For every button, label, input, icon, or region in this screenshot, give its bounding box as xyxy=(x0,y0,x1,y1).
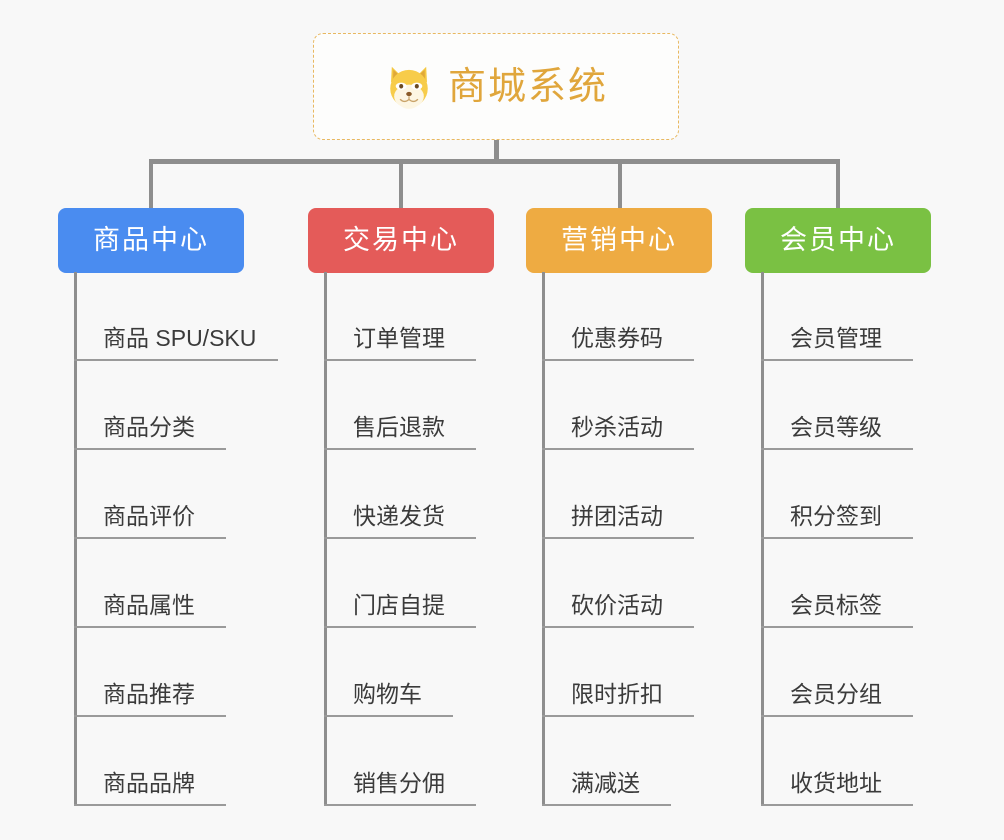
leaf-item-label: 商品推荐 xyxy=(103,681,195,707)
leaf-item-label: 购物车 xyxy=(353,681,422,707)
leaf-column-3: 优惠券码秒杀活动拼团活动砍价活动限时折扣满减送 xyxy=(528,272,758,806)
leaf-underline xyxy=(74,715,226,717)
leaf-item-label: 门店自提 xyxy=(353,592,445,618)
leaf-item[interactable]: 商品品牌 xyxy=(60,717,290,806)
leaf-item-label: 限时折扣 xyxy=(571,681,663,707)
leaf-item[interactable]: 门店自提 xyxy=(310,539,540,628)
leaf-underline xyxy=(74,804,226,806)
leaf-item-label: 售后退款 xyxy=(353,414,445,440)
connector-horizontal-bus xyxy=(149,159,840,164)
connector-root-stem xyxy=(494,140,499,163)
leaf-item[interactable]: 会员标签 xyxy=(747,539,977,628)
leaf-underline xyxy=(542,715,694,717)
leaf-item[interactable]: 积分签到 xyxy=(747,450,977,539)
leaf-item[interactable]: 售后退款 xyxy=(310,361,540,450)
leaf-item-label: 会员等级 xyxy=(790,414,882,440)
leaf-item-label: 优惠券码 xyxy=(571,325,663,351)
leaf-item[interactable]: 商品分类 xyxy=(60,361,290,450)
leaf-column-2: 订单管理售后退款快递发货门店自提购物车销售分佣 xyxy=(310,272,540,806)
leaf-underline xyxy=(761,626,913,628)
leaf-item-label: 商品属性 xyxy=(103,592,195,618)
leaf-underline xyxy=(324,804,476,806)
shiba-dog-icon xyxy=(384,62,434,112)
branch-box-3[interactable]: 营销中心 xyxy=(526,208,712,273)
leaf-underline xyxy=(761,359,913,361)
leaf-item[interactable]: 商品评价 xyxy=(60,450,290,539)
leaf-underline xyxy=(324,537,476,539)
leaf-spine xyxy=(324,272,327,806)
leaf-item-label: 拼团活动 xyxy=(571,503,663,529)
leaf-underline xyxy=(542,626,694,628)
leaf-underline xyxy=(761,537,913,539)
leaf-underline xyxy=(761,448,913,450)
leaf-item[interactable]: 商品推荐 xyxy=(60,628,290,717)
connector-drop-4 xyxy=(836,159,840,209)
leaf-item-label: 快递发货 xyxy=(353,503,445,529)
leaf-item-label: 商品品牌 xyxy=(103,770,195,796)
leaf-item[interactable]: 商品属性 xyxy=(60,539,290,628)
leaf-item[interactable]: 收货地址 xyxy=(747,717,977,806)
leaf-underline xyxy=(324,448,476,450)
leaf-item-label: 商品评价 xyxy=(103,503,195,529)
leaf-item-label: 会员分组 xyxy=(790,681,882,707)
branch-label-1: 商品中心 xyxy=(93,225,209,255)
root-title: 商城系统 xyxy=(447,65,608,108)
leaf-underline xyxy=(74,626,226,628)
leaf-item[interactable]: 快递发货 xyxy=(310,450,540,539)
leaf-underline xyxy=(74,359,278,361)
branch-label-3: 营销中心 xyxy=(561,225,677,255)
leaf-item-label: 商品 SPU/SKU xyxy=(103,325,257,351)
branch-label-4: 会员中心 xyxy=(780,225,896,255)
leaf-underline xyxy=(74,537,226,539)
leaf-column-1: 商品 SPU/SKU 商品分类商品评价商品属性商品推荐商品品牌 xyxy=(60,272,290,806)
leaf-item[interactable]: 销售分佣 xyxy=(310,717,540,806)
leaf-spine xyxy=(761,272,764,806)
leaf-underline xyxy=(761,715,913,717)
leaf-column-4: 会员管理会员等级积分签到会员标签会员分组收货地址 xyxy=(747,272,977,806)
branch-box-4[interactable]: 会员中心 xyxy=(745,208,931,273)
leaf-item-label: 积分签到 xyxy=(790,503,882,529)
leaf-underline xyxy=(542,804,671,806)
leaf-underline xyxy=(74,448,226,450)
leaf-item-label: 砍价活动 xyxy=(571,592,663,618)
leaf-item[interactable]: 商品 SPU/SKU xyxy=(60,272,290,361)
leaf-underline xyxy=(542,537,694,539)
leaf-item-label: 会员管理 xyxy=(790,325,882,351)
leaf-item[interactable]: 砍价活动 xyxy=(528,539,758,628)
leaf-item[interactable]: 订单管理 xyxy=(310,272,540,361)
leaf-item-label: 商品分类 xyxy=(103,414,195,440)
leaf-item[interactable]: 秒杀活动 xyxy=(528,361,758,450)
leaf-underline xyxy=(761,804,913,806)
leaf-item-label: 满减送 xyxy=(571,770,640,796)
connector-drop-3 xyxy=(618,159,622,209)
leaf-underline xyxy=(542,359,694,361)
leaf-item-label: 会员标签 xyxy=(790,592,882,618)
leaf-item[interactable]: 满减送 xyxy=(528,717,758,806)
leaf-item[interactable]: 限时折扣 xyxy=(528,628,758,717)
leaf-item[interactable]: 优惠券码 xyxy=(528,272,758,361)
leaf-underline xyxy=(324,359,476,361)
root-node[interactable]: 商城系统 xyxy=(313,33,679,140)
leaf-item-label: 收货地址 xyxy=(790,770,882,796)
connector-drop-1 xyxy=(149,159,153,209)
leaf-item[interactable]: 会员等级 xyxy=(747,361,977,450)
leaf-spine xyxy=(542,272,545,806)
leaf-underline xyxy=(324,715,453,717)
leaf-item[interactable]: 拼团活动 xyxy=(528,450,758,539)
branch-box-2[interactable]: 交易中心 xyxy=(308,208,494,273)
leaf-item-label: 销售分佣 xyxy=(353,770,445,796)
leaf-item[interactable]: 购物车 xyxy=(310,628,540,717)
leaf-item-label: 订单管理 xyxy=(353,325,445,351)
leaf-item-label: 秒杀活动 xyxy=(571,414,663,440)
branch-label-2: 交易中心 xyxy=(343,225,459,255)
leaf-spine xyxy=(74,272,77,806)
leaf-item[interactable]: 会员管理 xyxy=(747,272,977,361)
leaf-item[interactable]: 会员分组 xyxy=(747,628,977,717)
leaf-underline xyxy=(324,626,476,628)
connector-drop-2 xyxy=(399,159,403,209)
leaf-underline xyxy=(542,448,694,450)
branch-box-1[interactable]: 商品中心 xyxy=(58,208,244,273)
